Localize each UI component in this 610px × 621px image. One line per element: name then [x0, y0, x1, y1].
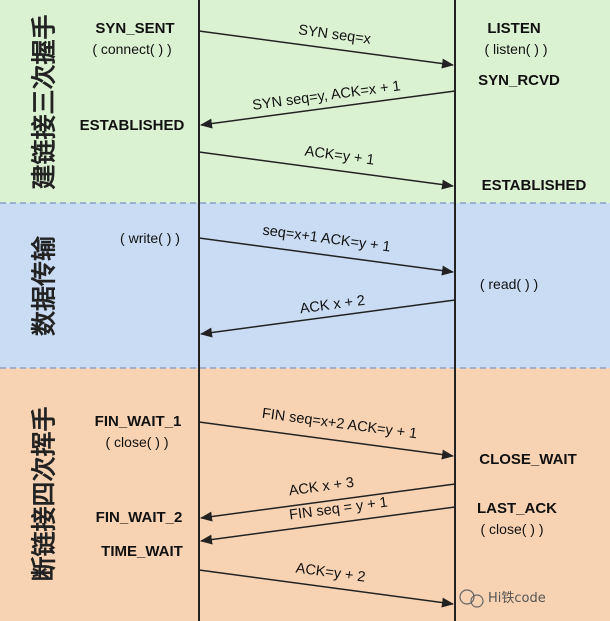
watermark: Hi铁code: [459, 589, 546, 608]
wechat-icon: [459, 589, 475, 605]
server-state-last-ack: LAST_ACK: [477, 500, 557, 517]
server-state-close-wait: CLOSE_WAIT: [479, 451, 577, 468]
client-call-close: ( close( ) ): [106, 434, 169, 450]
client-call-write: ( write( ) ): [120, 230, 180, 246]
ack-arrow: [198, 151, 454, 190]
teardown-phase-label: 断链接四次挥手: [30, 406, 59, 581]
handshake-phase-label: 建链接三次握手: [30, 14, 59, 189]
wechat-icon-bubble: [470, 594, 484, 608]
client-state-fin-wait-1: FIN_WAIT_1: [95, 413, 182, 430]
client-call-connect: ( connect( ) ): [92, 41, 171, 57]
server-call-close: ( close( ) ): [481, 521, 544, 537]
handshake-phase-background: [0, 0, 610, 203]
teardown-phase-background: [0, 368, 610, 621]
server-state-established: ESTABLISHED: [482, 177, 587, 194]
watermark-text: Hi铁code: [488, 591, 546, 606]
syn-arrow: [198, 30, 454, 69]
server-call-read: ( read( ) ): [480, 276, 538, 292]
client-state-established: ESTABLISHED: [80, 117, 185, 134]
ack-2-arrow: [200, 483, 456, 522]
fin-2-arrow: [200, 506, 456, 545]
server-state-syn-rcvd: SYN_RCVD: [478, 72, 560, 89]
client-state-syn-sent: SYN_SENT: [95, 20, 174, 37]
ack-3-arrow: [198, 569, 454, 608]
server-state-listen: LISTEN: [487, 20, 540, 37]
client-state-time-wait: TIME_WAIT: [101, 543, 183, 560]
client-state-fin-wait-2: FIN_WAIT_2: [96, 509, 183, 526]
transfer-phase-label: 数据传输: [30, 235, 59, 336]
fin-1-arrow: [198, 421, 454, 460]
server-call-listen: ( listen( ) ): [485, 41, 548, 57]
data-ack-arrow: [200, 299, 456, 338]
data-arrow: [198, 237, 454, 276]
syn-ack-arrow: [200, 90, 456, 129]
transfer-phase-background: [0, 203, 610, 368]
